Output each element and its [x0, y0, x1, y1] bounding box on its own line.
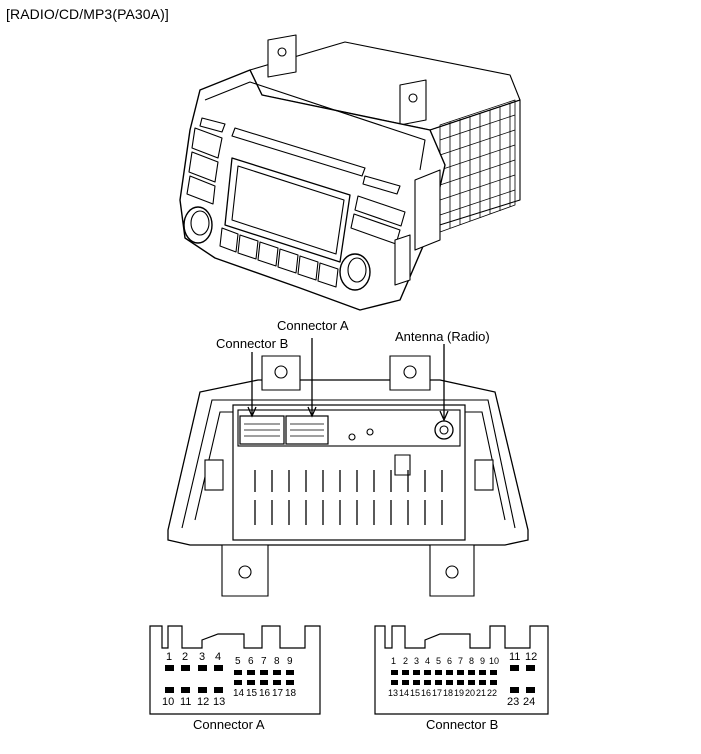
pin-label: 6: [447, 656, 453, 666]
pin-label: 15: [246, 688, 258, 699]
pin-label: 10: [162, 696, 175, 708]
pin-label: 8: [469, 656, 475, 666]
pin-label: 17: [272, 688, 284, 699]
pin-label: 13: [213, 696, 226, 708]
pin-label: 9: [287, 656, 293, 667]
pin-label: 10: [489, 656, 500, 666]
pin-label: 7: [261, 656, 267, 667]
pin-label: 3: [414, 656, 420, 666]
pin-label: 16: [421, 688, 432, 698]
pin-label: 16: [259, 688, 271, 699]
connector-b-caption: Connector B: [426, 717, 499, 732]
pin-label: 5: [436, 656, 442, 666]
pin-label: 9: [480, 656, 486, 666]
pin-label: 14: [399, 688, 410, 698]
pin-label: 7: [458, 656, 464, 666]
callout-connector-a: Connector A: [277, 318, 349, 333]
pin-label: 22: [487, 688, 498, 698]
pin-label: 11: [509, 651, 521, 663]
callout-connector-b: Connector B: [216, 336, 289, 351]
pin-label: 17: [432, 688, 443, 698]
pin-label: 4: [215, 651, 222, 663]
pin-label: 8: [274, 656, 280, 667]
pin-label: 4: [425, 656, 431, 666]
pin-label: 12: [525, 651, 538, 663]
pin-label: 23: [507, 696, 520, 708]
pin-label: 2: [403, 656, 409, 666]
pin-label: 1: [166, 651, 173, 663]
pin-label: 2: [182, 651, 189, 663]
pin-label: 18: [285, 688, 297, 699]
pin-label: 24: [523, 696, 536, 708]
pin-label: 1: [391, 656, 397, 666]
pin-label: 15: [410, 688, 421, 698]
connector-a-caption: Connector A: [193, 717, 265, 732]
pin-label: 19: [454, 688, 465, 698]
pin-label: 13: [388, 688, 399, 698]
pin-label: 18: [443, 688, 454, 698]
pin-label: 6: [248, 656, 254, 667]
page-title: [RADIO/CD/MP3(PA30A)]: [6, 6, 169, 22]
pin-label: 14: [233, 688, 245, 699]
pin-label: 21: [476, 688, 487, 698]
pin-label: 20: [465, 688, 476, 698]
callout-antenna: Antenna (Radio): [395, 329, 490, 344]
pin-label: 3: [199, 651, 206, 663]
pin-label: 5: [235, 656, 241, 667]
pin-label: 11: [180, 696, 192, 708]
pin-label: 12: [197, 696, 210, 708]
